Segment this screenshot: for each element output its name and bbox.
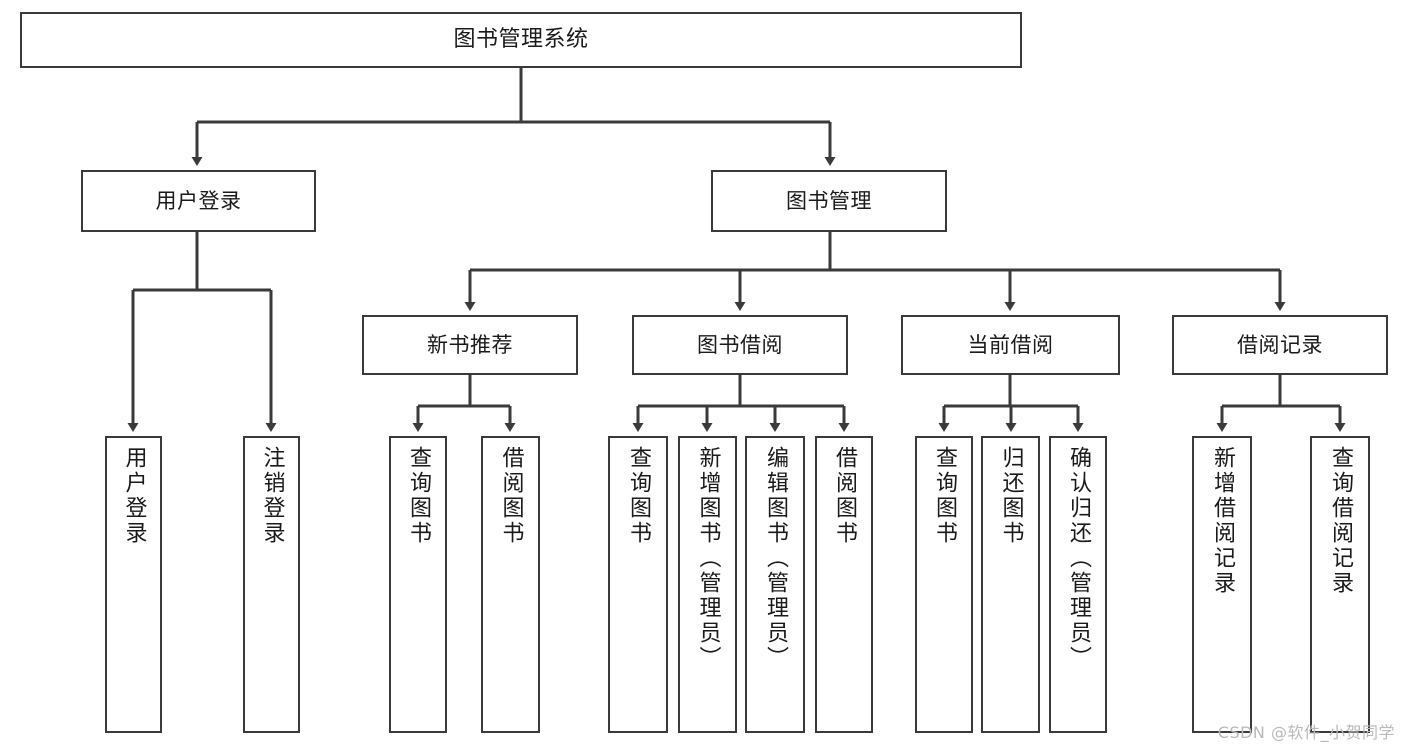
node-current-borrow-label: 当前借阅 [967,332,1054,357]
node-borrow-record-label: 借阅记录 [1237,332,1323,357]
leaf-current-query-book[interactable]: 查询图书 [915,436,973,733]
node-borrow-record[interactable]: 借阅记录 [1172,315,1388,375]
node-root-label: 图书管理系统 [453,27,589,53]
leaf-current-query-book-label: 查询图书 [932,446,957,546]
leaf-record-add[interactable]: 新增借阅记录 [1192,436,1252,733]
leaf-record-query[interactable]: 查询借阅记录 [1310,436,1370,733]
node-new-book-recommend[interactable]: 新书推荐 [362,315,578,375]
leaf-borrow-add-book[interactable]: 新增图书（管理员） [678,436,737,733]
leaf-current-confirm-return-label: 确认归还（管理员） [1066,446,1091,671]
leaf-current-return-book[interactable]: 归还图书 [981,436,1040,733]
node-root[interactable]: 图书管理系统 [20,12,1022,68]
leaf-borrow-borrow-book-label: 借阅图书 [832,446,857,546]
node-book-borrow[interactable]: 图书借阅 [632,315,848,375]
leaf-new-book-borrow-label: 借阅图书 [498,446,524,546]
node-book-borrow-label: 图书借阅 [697,332,783,357]
leaf-new-book-borrow[interactable]: 借阅图书 [481,436,540,733]
leaf-borrow-edit-book[interactable]: 编辑图书（管理员） [745,436,805,733]
leaf-new-book-query[interactable]: 查询图书 [389,436,447,733]
leaf-user-login-signout[interactable]: 注销登录 [243,436,300,733]
leaf-record-query-label: 查询借阅记录 [1328,446,1353,596]
leaf-current-return-book-label: 归还图书 [998,446,1024,546]
leaf-borrow-query-book-label: 查询图书 [626,446,651,546]
leaf-borrow-edit-book-label: 编辑图书（管理员） [763,446,788,671]
node-user-login-label: 用户登录 [155,188,242,213]
leaf-user-login-signin-label: 用户登录 [121,446,147,546]
leaf-user-login-signin[interactable]: 用户登录 [105,436,162,733]
leaf-new-book-query-label: 查询图书 [406,446,431,546]
leaf-borrow-borrow-book[interactable]: 借阅图书 [815,436,873,733]
node-book-management[interactable]: 图书管理 [711,170,947,232]
leaf-borrow-add-book-label: 新增图书（管理员） [695,446,721,671]
node-user-login[interactable]: 用户登录 [81,170,316,232]
leaf-record-add-label: 新增借阅记录 [1210,446,1235,596]
leaf-current-confirm-return[interactable]: 确认归还（管理员） [1049,436,1107,733]
leaf-borrow-query-book[interactable]: 查询图书 [608,436,668,733]
node-new-book-recommend-label: 新书推荐 [427,332,513,357]
node-current-borrow[interactable]: 当前借阅 [901,315,1120,375]
node-book-management-label: 图书管理 [786,188,872,213]
leaf-user-login-signout-label: 注销登录 [259,446,285,546]
